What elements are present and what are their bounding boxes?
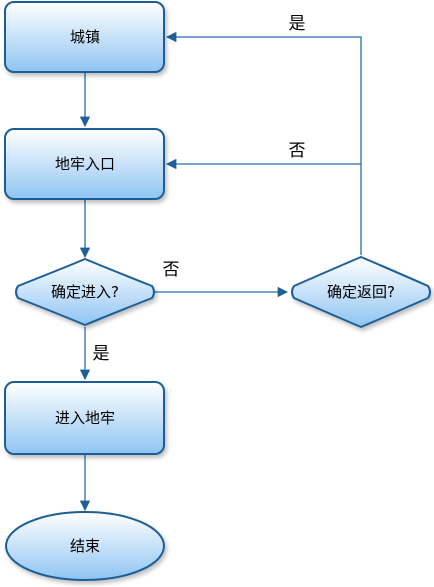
node-dungeon-entrance: 地牢入口 [4,128,165,200]
node-end: 结束 [5,511,165,581]
node-enter-dungeon: 进入地牢 [4,381,165,455]
node-end-label: 结束 [70,537,100,555]
label-return-yes: 是 [289,14,306,34]
node-enter-dungeon-label: 进入地牢 [55,409,115,427]
node-confirm-return-label: 确定返回? [327,283,395,301]
label-enter-yes: 是 [93,344,110,364]
node-confirm-return: 确定返回? [291,255,431,329]
node-confirm-enter-label: 确定进入? [51,283,119,301]
edges [79,31,362,512]
node-town-label: 城镇 [70,28,100,46]
node-town: 城镇 [4,1,165,73]
node-confirm-enter: 确定进入? [15,257,155,327]
edge-return-yes-to-town [165,31,362,255]
label-enter-no: 否 [163,260,180,280]
edge-labels: 是 否 否 是 [93,14,306,364]
node-dungeon-entrance-label: 地牢入口 [55,155,115,173]
label-return-no: 否 [289,141,306,161]
